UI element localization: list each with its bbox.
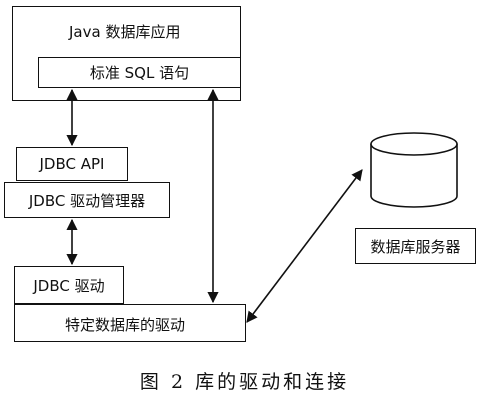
standard-sql-box: 标准 SQL 语句 [38, 57, 241, 88]
jdbc-driver-label: JDBC 驱动 [33, 276, 105, 295]
specific-driver-label: 特定数据库的驱动 [65, 316, 186, 334]
driver-manager-label: JDBC 驱动管理器 [28, 191, 146, 210]
jdbc-driver-box: JDBC 驱动 [14, 266, 124, 304]
java-app-label: Java 数据库应用 [69, 23, 181, 41]
db-server-box: 数据库服务器 [355, 228, 476, 264]
driver-manager-box: JDBC 驱动管理器 [4, 182, 170, 218]
specific-driver-box: 特定数据库的驱动 [14, 304, 246, 342]
db-server-label: 数据库服务器 [370, 237, 461, 256]
figure-caption: 图 2 库的驱动和连接 [139, 371, 350, 393]
driver-to-database-arrow [246, 169, 363, 323]
jdbc-api-box: JDBC API [16, 147, 128, 181]
standard-sql-label: 标准 SQL 语句 [89, 64, 190, 82]
jdbc-api-label: JDBC API [39, 155, 105, 173]
database-cylinder-icon [370, 132, 458, 208]
